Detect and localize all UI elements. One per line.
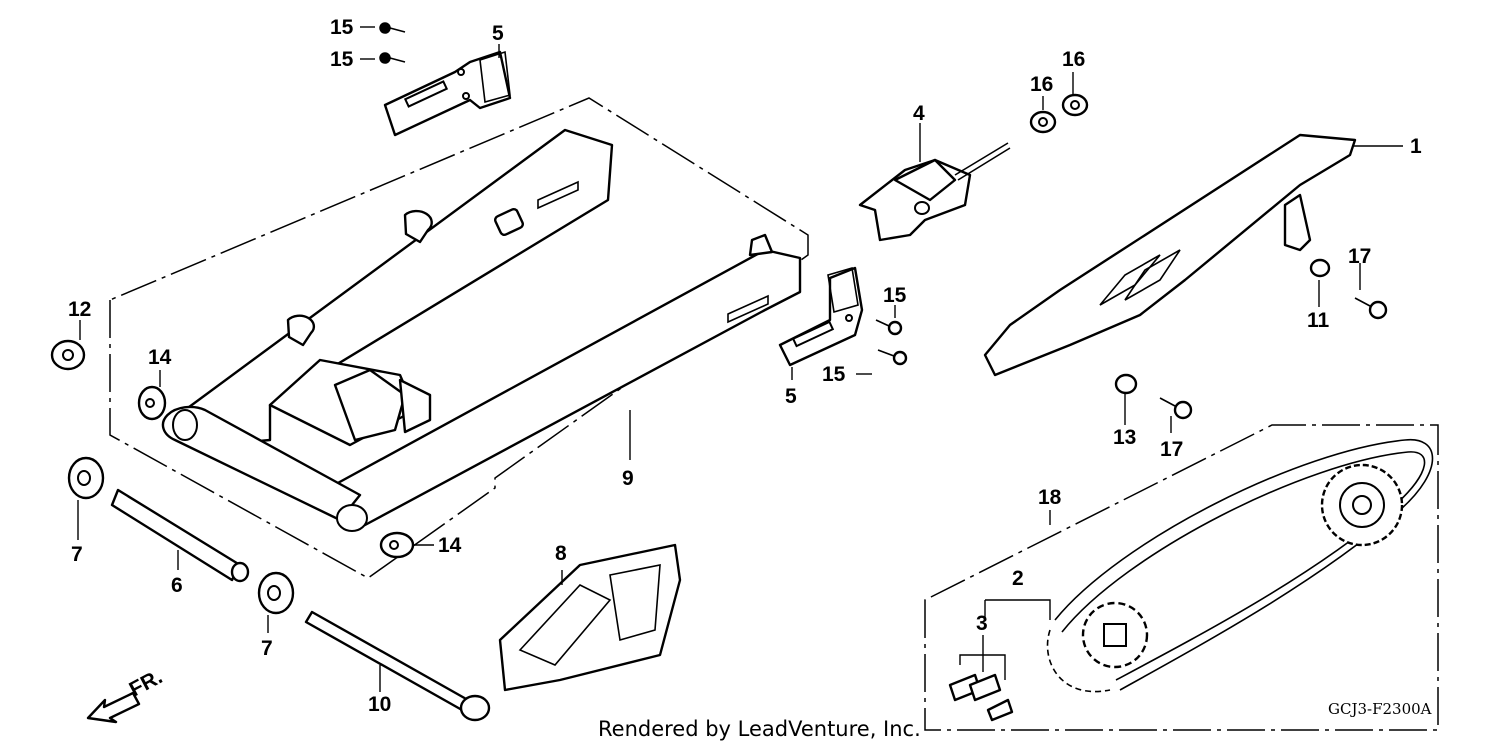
front-direction-arrow [86,691,141,724]
callout-13: 13 [1113,426,1136,449]
pivot-bolt[interactable] [304,610,491,722]
chain-adjuster-lower[interactable] [778,266,864,367]
collar-11[interactable] [1309,258,1331,278]
bolt-15-d[interactable] [877,349,908,366]
callout-9: 9 [622,467,634,490]
bolt-15-c[interactable] [875,319,903,336]
callout-14-a: 14 [148,346,172,369]
rear-sprocket[interactable] [1320,463,1404,547]
callout-17-b: 17 [1160,438,1183,461]
master-link[interactable] [948,673,1014,722]
drive-chain[interactable] [1046,438,1434,693]
callout-10: 10 [368,693,391,716]
callout-11: 11 [1307,309,1330,332]
chain-adjuster-upper[interactable] [383,50,512,137]
drive-sprocket[interactable] [1081,601,1149,669]
bolt-17-b[interactable] [1159,397,1193,420]
bolt-17-a[interactable] [1354,297,1388,320]
collar-13[interactable] [1114,373,1138,395]
pivot-collar[interactable] [110,488,250,583]
chain-case[interactable] [983,133,1357,377]
callout-14-b: 14 [438,534,462,557]
callout-16-b: 16 [1062,48,1085,71]
callout-5-upper: 5 [492,22,504,45]
swingarm[interactable] [161,128,802,532]
callout-3: 3 [976,612,988,635]
bushing-14-a[interactable] [137,385,167,421]
nut-16-b[interactable] [1061,93,1089,117]
nut-12[interactable] [50,339,86,371]
callout-16-a: 16 [1030,73,1053,96]
callout-7-a: 7 [71,543,83,566]
callout-18: 18 [1038,486,1062,509]
callout-2: 2 [1012,567,1024,590]
callout-15-b: 15 [330,48,354,71]
callout-15-d: 15 [822,363,846,386]
callout-12: 12 [68,298,91,321]
swingarm-assembly-outline [109,97,809,579]
dust-seal-7-b[interactable] [257,571,295,615]
drive-chain-assembly-outline [924,424,1439,731]
callout-15-a: 15 [330,16,354,39]
callout-6: 6 [171,574,183,597]
bolt-15-b[interactable] [379,52,406,64]
callout-8: 8 [555,542,567,565]
dust-seal-7-a[interactable] [67,456,105,500]
leader-lines [77,26,1403,692]
chain-guide-bracket[interactable] [858,142,1011,242]
bushing-14-b[interactable] [379,531,415,559]
callout-17-a: 17 [1348,245,1371,268]
bolt-15-a[interactable] [379,22,406,34]
chain-slider[interactable] [498,543,682,692]
callout-5-lower: 5 [785,385,797,408]
nut-16-a[interactable] [1029,110,1057,134]
credit-text: Rendered by LeadVenture, Inc. [598,717,921,741]
callout-1: 1 [1410,135,1422,158]
diagram-code: GCJ3-F2300A [1328,700,1432,718]
callout-15-c: 15 [883,284,907,307]
callout-7-b: 7 [261,637,273,660]
callout-4: 4 [913,102,925,125]
